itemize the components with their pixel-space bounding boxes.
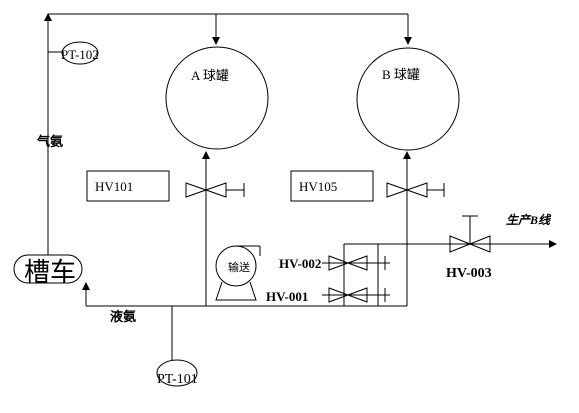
tanker [13,254,83,284]
hv101-valve-icon [185,182,227,198]
pump-base [215,281,257,301]
gas-line-label: 气氨 [37,134,63,149]
pt101-label: PT-101 [157,372,198,387]
hv002-label: HV-002 [279,256,321,271]
hv002-valve-icon [328,255,368,271]
hv101-box [86,170,170,202]
hv001-label: HV-001 [266,289,308,304]
tank-b [356,47,460,151]
pump-label: 输送 [228,260,250,274]
hv101-label: HV101 [95,179,133,194]
hv003-valve-icon [449,235,491,253]
production-b-label: 生产B线 [506,213,552,227]
hv105-box [290,170,374,202]
liquid-line-label: 液氨 [110,309,136,324]
tank-b-label: B 球罐 [382,67,420,82]
tank-a [165,46,269,150]
pt102-instrument [61,41,99,65]
hv003-label: HV-003 [446,266,492,281]
tank-a-label: A 球罐 [191,68,229,83]
hv105-valve-icon [386,182,428,198]
hv105-label: HV105 [299,179,337,194]
tanker-label: 槽车 [24,258,76,287]
pt101-instrument [156,359,198,387]
hv001-valve-icon [328,287,368,303]
pt102-label: PT-102 [61,47,99,62]
